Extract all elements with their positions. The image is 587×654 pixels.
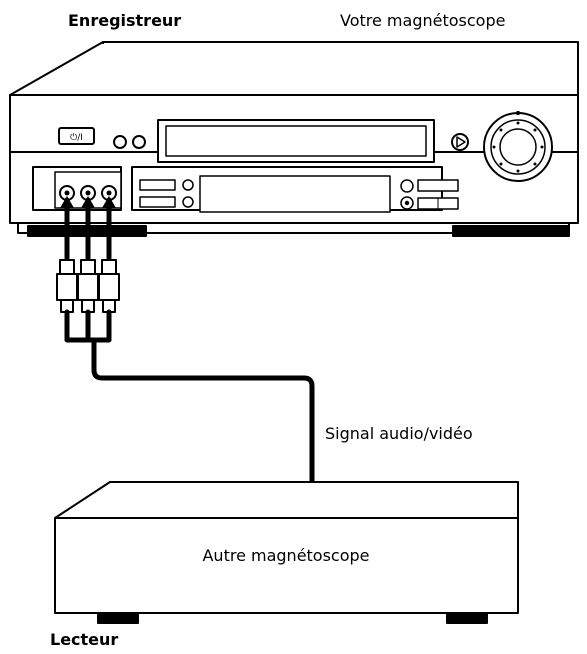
jog-shuttle-dial: [483, 111, 553, 182]
player-foot-right: [446, 612, 488, 624]
av-cable: [56, 196, 315, 487]
recorder-name-label: Votre magnétoscope: [340, 11, 505, 30]
vcr-button-rect-1: [139, 179, 176, 191]
vcr-button-rect-2: [139, 196, 176, 208]
player-foot-left: [97, 612, 139, 624]
signal-label: Signal audio/vidéo: [325, 424, 473, 443]
recorder-role-label: Enregistreur: [68, 11, 181, 30]
vcr-button-round-2: [132, 135, 146, 149]
record-icon: [404, 200, 410, 206]
player-top-surface: [54, 481, 519, 519]
vcr-top-surface: [9, 41, 579, 96]
player-role-label: Lecteur: [50, 630, 118, 649]
stop-eject-button: [417, 179, 459, 192]
player-name-label: Autre magnétoscope: [202, 546, 369, 565]
rca-plug-audio-left: [77, 259, 99, 313]
rca-plug-video: [56, 259, 78, 313]
recorder-vcr: ⏻/I: [9, 41, 579, 237]
play-icon: [456, 136, 466, 148]
power-symbol: ⏻/I: [70, 132, 83, 143]
power-button: [58, 127, 95, 145]
vcr-button-round-1: [113, 135, 127, 149]
vcr-display: [199, 175, 391, 213]
player-front-panel: [54, 517, 519, 614]
pause-button: [400, 179, 414, 193]
player-vcr: [54, 481, 519, 624]
rca-plug-audio-right: [98, 259, 120, 313]
